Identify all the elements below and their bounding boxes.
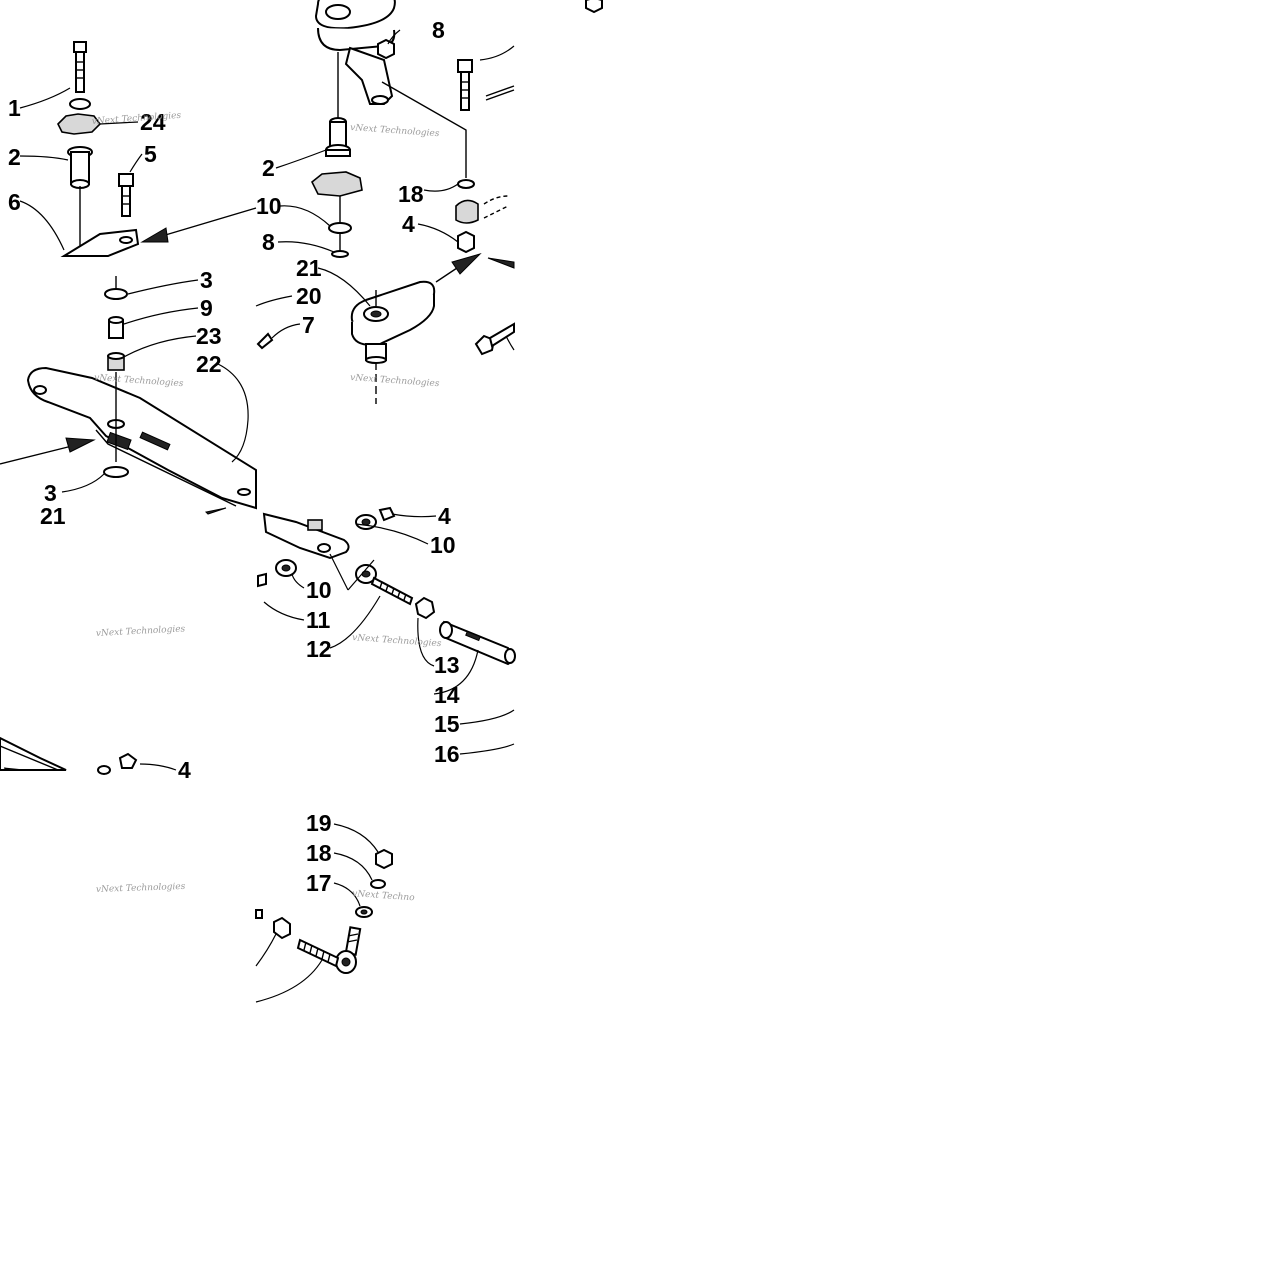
callout-17: 17 xyxy=(306,870,332,896)
control-arm-part-22 xyxy=(26,366,257,510)
callout-24: 24 xyxy=(140,109,166,135)
callout-9: 9 xyxy=(200,295,213,321)
callout-14: 14 xyxy=(434,682,460,708)
gasket-part-mid xyxy=(310,171,363,197)
callout-18-top: 18 xyxy=(398,181,424,207)
grommet-part xyxy=(455,199,479,224)
ball-joint-part xyxy=(296,926,362,974)
callout-10-top: 10 xyxy=(256,193,282,219)
tile-ball-joint xyxy=(255,823,393,1003)
callout-8-mid: 8 xyxy=(262,229,275,255)
washer-part-3-lower xyxy=(103,466,129,478)
callout-10-left: 10 xyxy=(306,577,332,603)
watermark-6: vNext Technologies xyxy=(352,633,442,649)
tile-middle-left xyxy=(0,276,257,515)
bolt-right xyxy=(457,59,473,111)
nut-part-4 xyxy=(457,230,475,254)
rod-end-part-12 xyxy=(355,564,414,606)
callout-2-mid: 2 xyxy=(262,155,275,181)
clevis-part xyxy=(262,512,350,560)
bolt-angled xyxy=(474,322,515,356)
washer-part-10 xyxy=(328,222,352,234)
callout-8-top: 8 xyxy=(432,17,445,43)
callout-6: 6 xyxy=(8,189,21,215)
callout-19: 19 xyxy=(306,810,332,836)
callout-labels: 1 2 6 24 5 8 2 10 8 18 4 3 9 23 22 3 21 … xyxy=(8,17,460,896)
direction-arrow xyxy=(140,227,169,243)
spacer-part-9 xyxy=(108,316,124,339)
callout-21-left: 21 xyxy=(40,503,66,529)
nut-part-4-lower xyxy=(118,752,138,769)
bolt-part-5 xyxy=(118,173,134,217)
nut-part-19 xyxy=(375,848,393,870)
nut-part-8 xyxy=(377,38,395,60)
bushing-part-2-mid xyxy=(325,117,351,157)
callout-5: 5 xyxy=(144,141,157,167)
pivot-plate-part-21 xyxy=(350,280,436,364)
tile-lower-left xyxy=(0,736,177,775)
callout-3-top: 3 xyxy=(200,267,213,293)
callout-23: 23 xyxy=(196,323,222,349)
jam-nut-part-13 xyxy=(414,596,436,620)
direction-arrow-up xyxy=(451,252,482,275)
washer-part-3 xyxy=(104,288,128,300)
washer-part-18 xyxy=(457,179,475,189)
washer-part xyxy=(69,98,91,110)
tile-middle-middle xyxy=(255,252,515,404)
washer-part-18-lower xyxy=(370,879,386,889)
bushing-part-2 xyxy=(67,146,93,189)
watermark-2: vNext Technologies xyxy=(350,123,440,139)
pivot-plate-upper xyxy=(314,0,396,105)
callout-13: 13 xyxy=(434,652,460,678)
plate-part-6 xyxy=(60,228,140,257)
callout-20: 20 xyxy=(296,283,322,309)
jam-nut-lower xyxy=(273,916,291,940)
tile-top-middle xyxy=(275,0,515,258)
watermark-4: vNext Technologies xyxy=(350,373,440,389)
callout-3-bottom: 3 xyxy=(44,480,57,506)
watermark-8: vNext Techno xyxy=(352,889,416,903)
tile-top-left xyxy=(19,41,257,257)
sleeve-part-14 xyxy=(439,620,516,666)
callout-15: 15 xyxy=(434,711,460,737)
nut-part-8-lower xyxy=(331,250,349,258)
watermarks: vNext Technologies vNext Technologies vN… xyxy=(92,111,443,904)
bushing-part-23 xyxy=(107,352,125,371)
callout-21: 21 xyxy=(296,255,322,281)
watermark-7: vNext Technologies xyxy=(96,882,186,895)
watermark-5: vNext Technologies xyxy=(96,624,186,639)
callout-4-mid: 4 xyxy=(438,503,451,529)
callout-1: 1 xyxy=(8,95,21,121)
callout-4-top: 4 xyxy=(402,211,415,237)
callout-10-right: 10 xyxy=(430,532,456,558)
clip-part-7 xyxy=(256,332,274,350)
callout-11: 11 xyxy=(306,607,331,633)
callout-2: 2 xyxy=(8,144,21,170)
nut-top-fragment xyxy=(585,0,603,14)
callout-22: 22 xyxy=(196,351,222,377)
callout-16: 16 xyxy=(434,741,460,767)
bolt-part-1 xyxy=(73,41,87,93)
callout-7: 7 xyxy=(302,312,315,338)
tile-tie-rod xyxy=(257,506,516,755)
watermark-1: vNext Technologies xyxy=(92,111,182,127)
direction-arrow-left xyxy=(65,437,96,453)
callout-4-lower: 4 xyxy=(178,757,191,783)
nut-part-4-top xyxy=(378,506,396,522)
callout-18-lower: 18 xyxy=(306,840,332,866)
callout-12: 12 xyxy=(306,636,332,662)
